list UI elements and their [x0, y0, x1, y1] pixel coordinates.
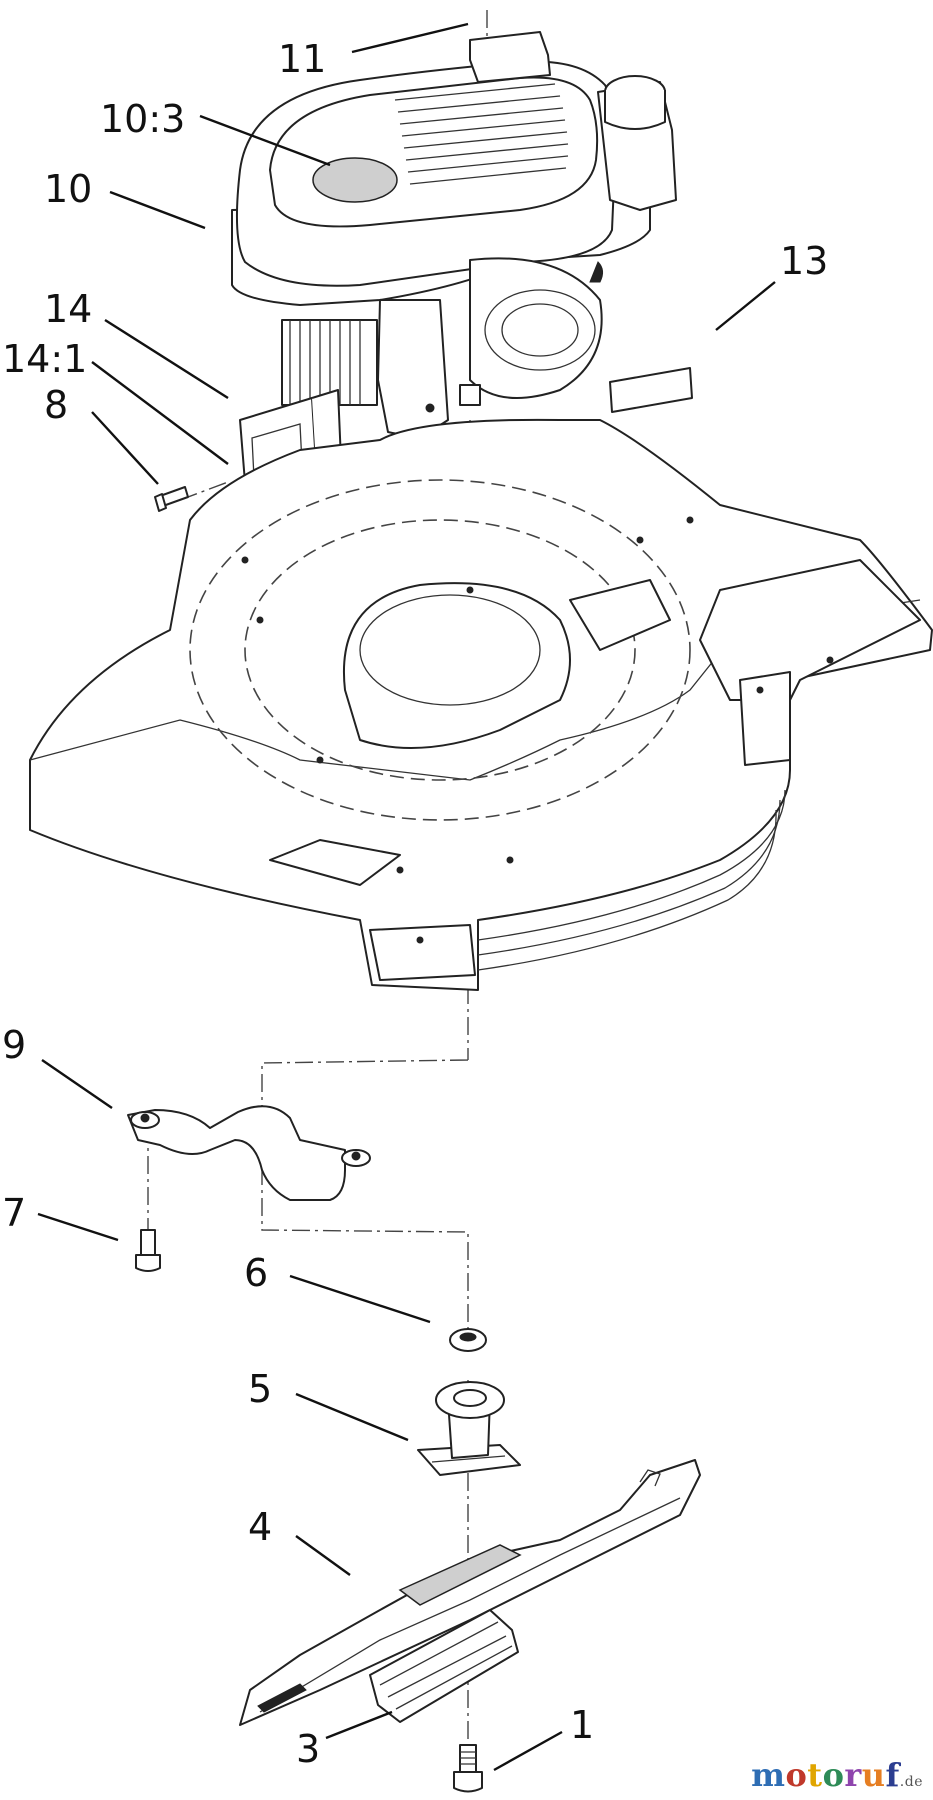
blade-part-4 [239, 1459, 701, 1726]
callout-8: 8 [44, 383, 68, 427]
leader-lines [37, 22, 776, 1772]
mower-deck [29, 418, 933, 991]
callout-3: 3 [296, 1727, 320, 1771]
callout-9: 9 [2, 1023, 26, 1067]
callout-14: 14 [44, 287, 92, 331]
washer-part-6 [449, 1328, 487, 1352]
baffle-part-9 [127, 1105, 371, 1201]
callout-10-3: 10:3 [100, 97, 185, 141]
watermark-letter: u [861, 1756, 886, 1794]
watermark-logo: motoruf.de [751, 1756, 923, 1794]
watermark-letter: r [844, 1756, 862, 1794]
callout-6: 6 [244, 1251, 268, 1295]
watermark-letter: o [785, 1756, 808, 1794]
blade-bolt-part-1 [453, 1744, 483, 1793]
blade-stiffener-part-3 [369, 1609, 519, 1723]
callout-10: 10 [44, 167, 92, 211]
watermark-letter: o [822, 1756, 845, 1794]
watermark-domain: .de [899, 1774, 923, 1790]
engine-assembly [231, 31, 677, 436]
callout-11: 11 [278, 37, 326, 81]
callout-14-1: 14:1 [2, 337, 87, 381]
callout-4: 4 [248, 1505, 272, 1549]
watermark-letter: f [885, 1756, 900, 1794]
watermark-letter: t [807, 1756, 823, 1794]
callout-5: 5 [248, 1367, 272, 1411]
callout-13: 13 [780, 239, 828, 283]
decal-part-13 [609, 367, 693, 413]
bolt-part-7 [135, 1229, 161, 1272]
callout-7: 7 [2, 1191, 26, 1235]
watermark-letter: m [751, 1756, 786, 1794]
watermark-text: motoruf [751, 1756, 900, 1794]
blade-adapter-part-5 [417, 1381, 521, 1476]
callout-1: 1 [570, 1703, 594, 1747]
bolt-part-8 [154, 486, 189, 512]
